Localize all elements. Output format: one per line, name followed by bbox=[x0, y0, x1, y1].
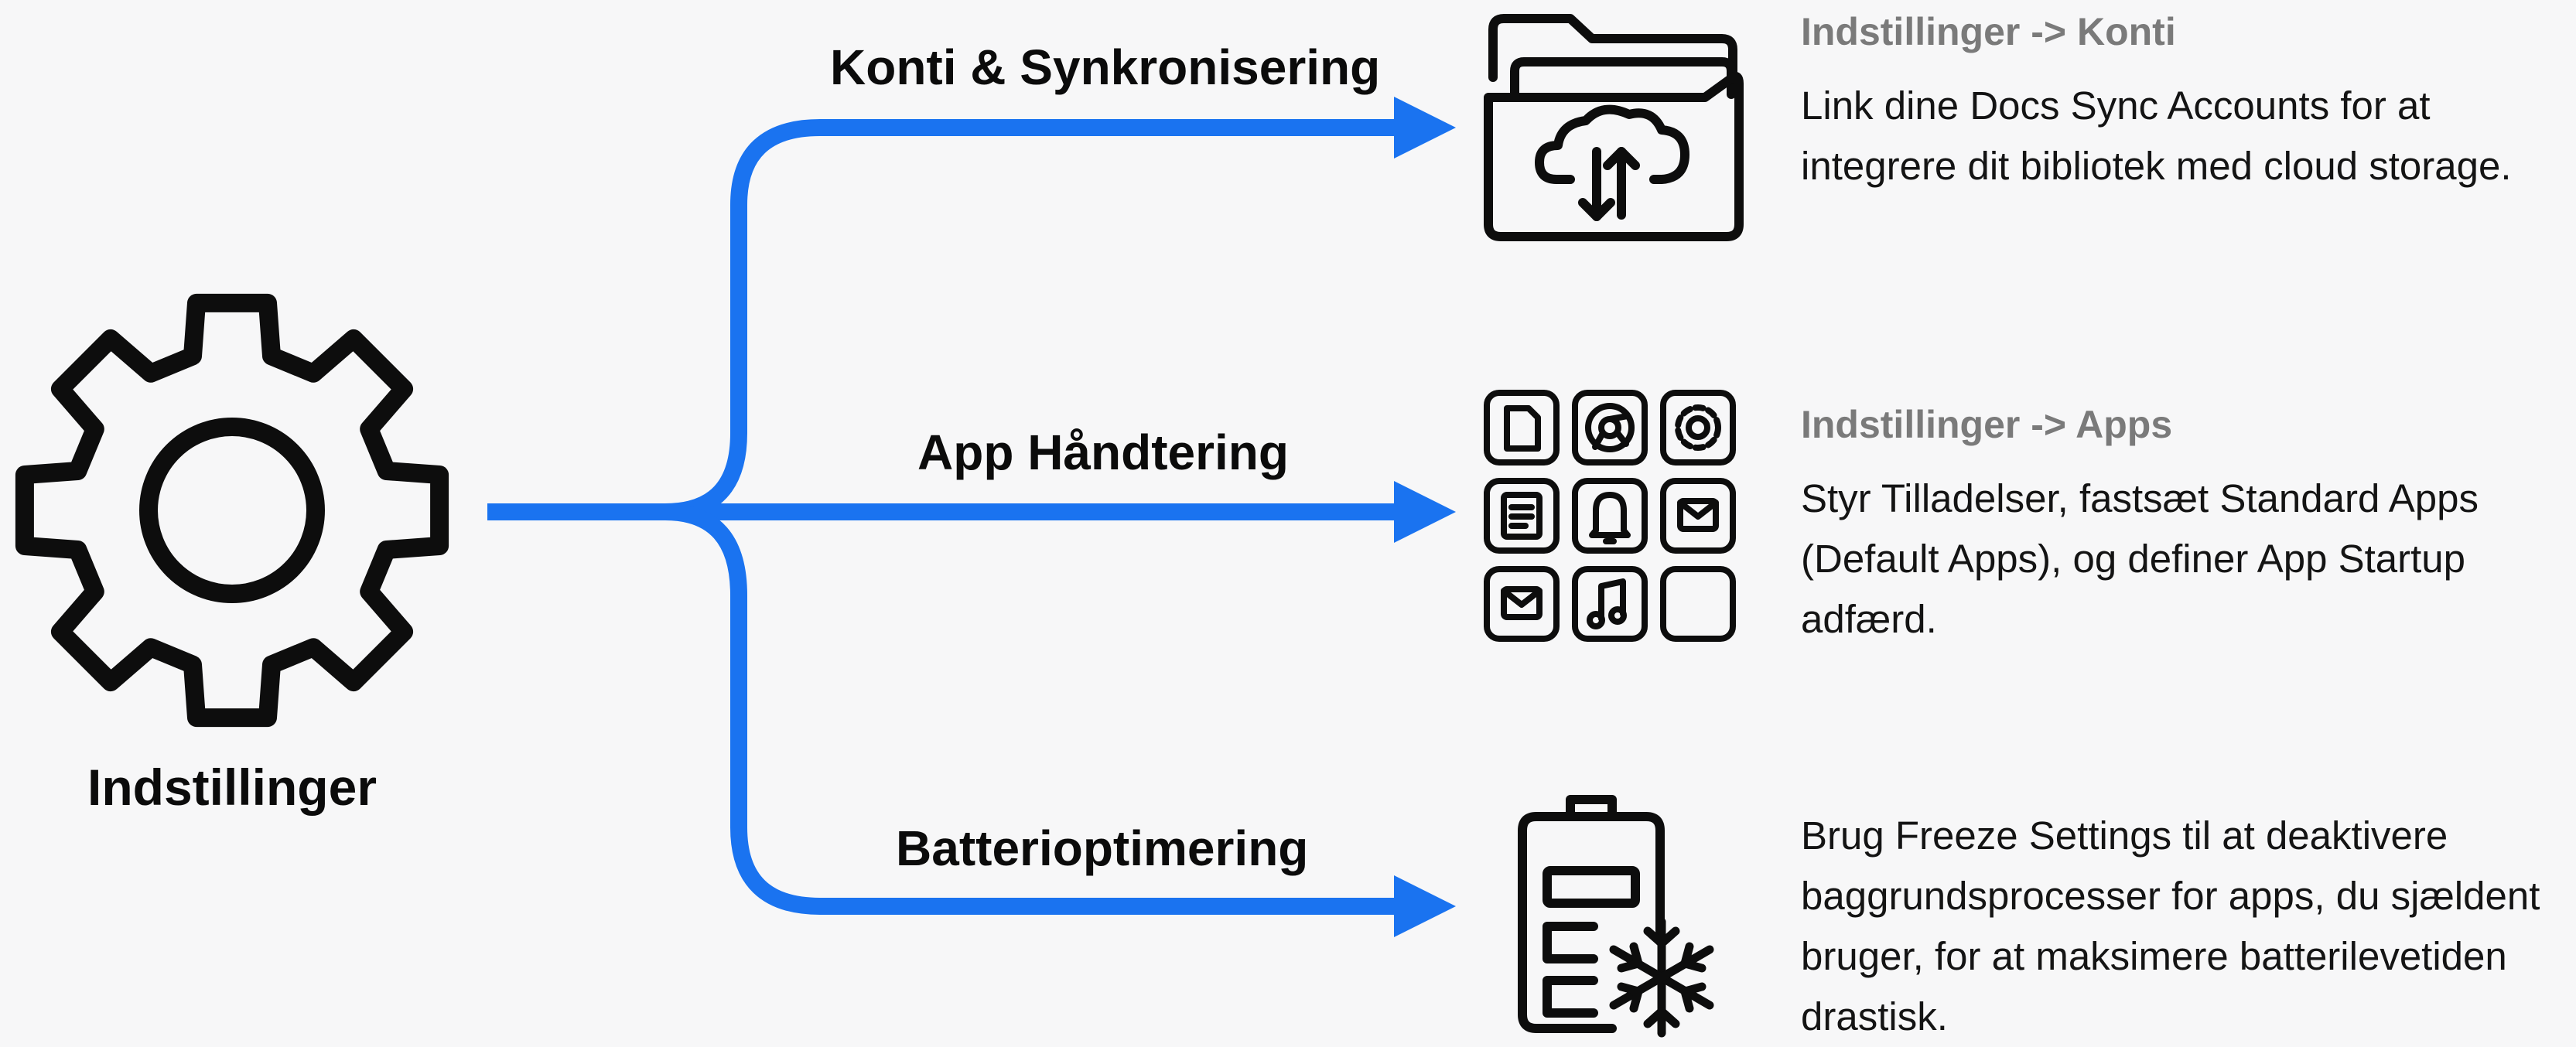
description-title-apps: Indstillinger -> Apps bbox=[1801, 403, 2173, 446]
arrowhead-1 bbox=[1394, 97, 1456, 159]
description-body-accounts: Link dine Docs Sync Accounts for at inte… bbox=[1801, 84, 2512, 188]
app-tile-music bbox=[1572, 566, 1648, 642]
app-grid-icon bbox=[1484, 390, 1736, 642]
app-tile-notes bbox=[1484, 478, 1560, 554]
app-tile-mail-2 bbox=[1484, 566, 1560, 642]
app-tile-notifications bbox=[1572, 478, 1648, 554]
app-tile-document bbox=[1484, 390, 1560, 466]
cloud-sync-folder-icon bbox=[1484, 14, 1744, 241]
description-battery: Brug Freeze Settings til at deaktivere b… bbox=[1801, 806, 2544, 1047]
branch-label-battery: Batterioptimering bbox=[896, 820, 1309, 876]
description-apps: Indstillinger -> Apps Styr Tilladelser, … bbox=[1801, 402, 2544, 650]
description-body-battery: Brug Freeze Settings til at deaktivere b… bbox=[1801, 813, 2540, 1038]
app-tile-browser bbox=[1572, 390, 1648, 466]
battery-freeze-icon bbox=[1518, 795, 1714, 1038]
app-tile-empty bbox=[1660, 566, 1736, 642]
arrowheads bbox=[1394, 97, 1456, 937]
description-body-apps: Styr Tilladelser, fastsæt Standard Apps … bbox=[1801, 476, 2479, 641]
snowflake-icon bbox=[1609, 917, 1714, 1038]
description-accounts: Indstillinger -> Konti Link dine Docs Sy… bbox=[1801, 9, 2544, 196]
root-label: Indstillinger bbox=[87, 759, 378, 816]
arrowhead-2 bbox=[1394, 481, 1456, 543]
app-tile-mail bbox=[1660, 478, 1736, 554]
connector-lines bbox=[487, 119, 1400, 915]
description-title-accounts: Indstillinger -> Konti bbox=[1801, 10, 2176, 53]
branch-label-accounts: Konti & Synkronisering bbox=[830, 39, 1381, 95]
gear-icon bbox=[15, 293, 449, 728]
connector-branch-1 bbox=[664, 119, 1400, 520]
arrowhead-3 bbox=[1394, 875, 1456, 937]
app-tile-settings bbox=[1660, 390, 1736, 466]
connector-branch-3 bbox=[664, 503, 1400, 915]
branch-label-apps: App Håndtering bbox=[917, 425, 1289, 480]
